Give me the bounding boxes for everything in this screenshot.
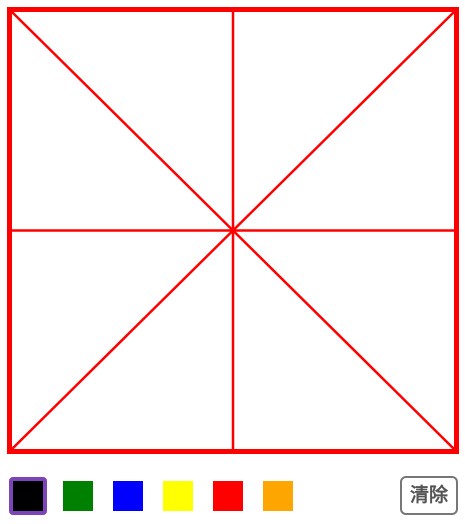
- color-swatch-yellow[interactable]: [163, 481, 193, 511]
- drawing-canvas[interactable]: [7, 7, 459, 454]
- clear-button[interactable]: 清除: [400, 476, 458, 515]
- mi-grid: [12, 12, 454, 449]
- color-swatch-red[interactable]: [213, 481, 243, 511]
- color-swatch-orange[interactable]: [263, 481, 293, 511]
- color-swatch-blue[interactable]: [113, 481, 143, 511]
- color-swatch-black[interactable]: [9, 477, 47, 515]
- color-swatch-green[interactable]: [63, 481, 93, 511]
